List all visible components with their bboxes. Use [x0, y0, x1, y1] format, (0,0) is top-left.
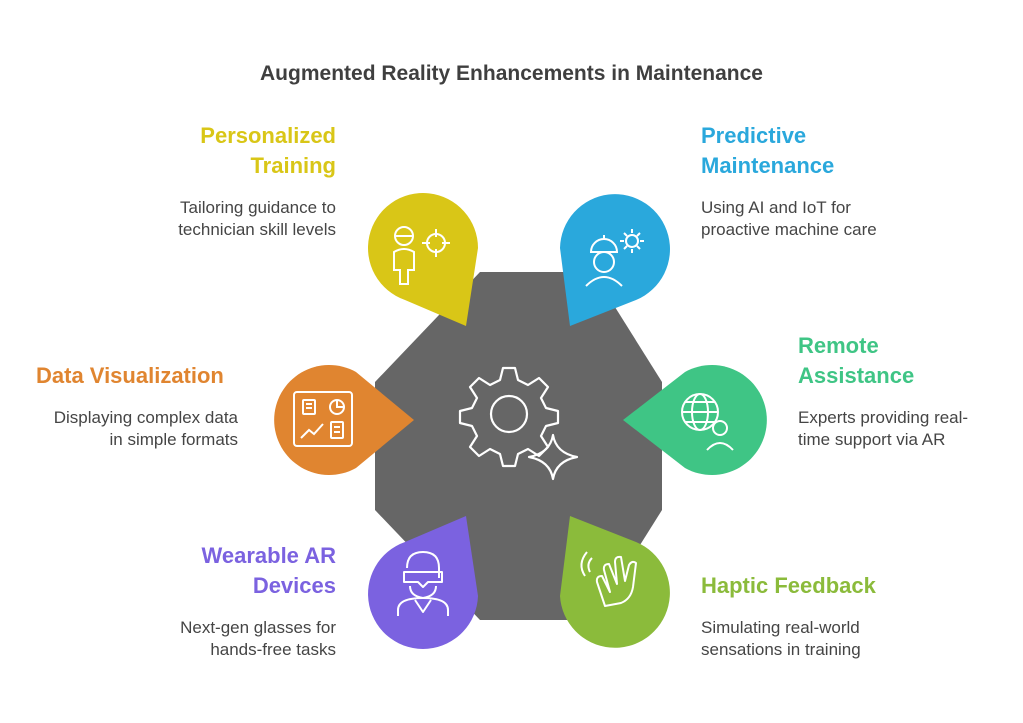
heading-line: Data Visualization [36, 363, 224, 388]
worker-gear-icon [585, 229, 644, 287]
description-line: hands-free tasks [210, 640, 336, 659]
description-line: technician skill levels [178, 220, 336, 239]
data-visualization-heading: Data Visualization [36, 361, 276, 391]
predictive-maintenance-heading: Predictive Maintenance [701, 121, 1021, 181]
heading-line: Personalized [200, 123, 336, 148]
gear-sparkle-icon [458, 366, 579, 481]
description-line: Next-gen glasses for [180, 618, 336, 637]
wearable-ar-drop [368, 516, 478, 649]
description-line: Simulating real-world [701, 618, 860, 637]
globe-person-icon [681, 393, 734, 451]
heading-line: Predictive [701, 123, 807, 148]
description-line: Using AI and IoT for [701, 198, 851, 217]
personalized-training-heading: Personalized Training [16, 121, 336, 181]
data-visualization-description: Displaying complex data in simple format… [18, 407, 238, 451]
haptic-feedback-heading: Haptic Feedback [701, 571, 1021, 601]
waving-hand-icon [580, 551, 637, 607]
predictive-maintenance-description: Using AI and IoT for proactive machine c… [701, 197, 1021, 241]
haptic-feedback-description: Simulating real-world sensations in trai… [701, 617, 1021, 661]
heading-line: Assistance [798, 363, 915, 388]
heading-line: Wearable AR [201, 543, 337, 568]
heading-line: Maintenance [701, 153, 835, 178]
dashboard-chart-icon [293, 391, 353, 447]
description-line: sensations in training [701, 640, 861, 659]
wearable-ar-heading: Wearable AR Devices [16, 541, 337, 601]
haptic-feedback-drop [560, 516, 670, 648]
personalized-training-drop [367, 193, 478, 326]
description-line: Experts providing real- [798, 408, 969, 427]
description-line: Displaying complex data [53, 408, 238, 427]
heading-line: Haptic Feedback [701, 573, 876, 598]
heading-line: Devices [252, 573, 336, 598]
description-line: proactive machine care [701, 220, 877, 239]
vr-headset-person-icon [397, 551, 449, 616]
heading-line: Remote [798, 333, 879, 358]
wearable-ar-description: Next-gen glasses for hands-free tasks [16, 617, 336, 661]
predictive-maintenance-drop [560, 194, 670, 326]
person-target-icon [393, 226, 450, 285]
description-line: time support via AR [798, 430, 946, 449]
remote-assistance-heading: Remote Assistance [798, 331, 1008, 391]
personalized-training-description: Tailoring guidance to technician skill l… [16, 197, 336, 241]
heading-line: Training [250, 153, 336, 178]
page-title: Augmented Reality Enhancements in Mainte… [260, 62, 763, 85]
description-line: in simple formats [109, 430, 238, 449]
description-line: Tailoring guidance to [180, 198, 336, 217]
remote-assistance-description: Experts providing real- time support via… [798, 407, 1008, 451]
